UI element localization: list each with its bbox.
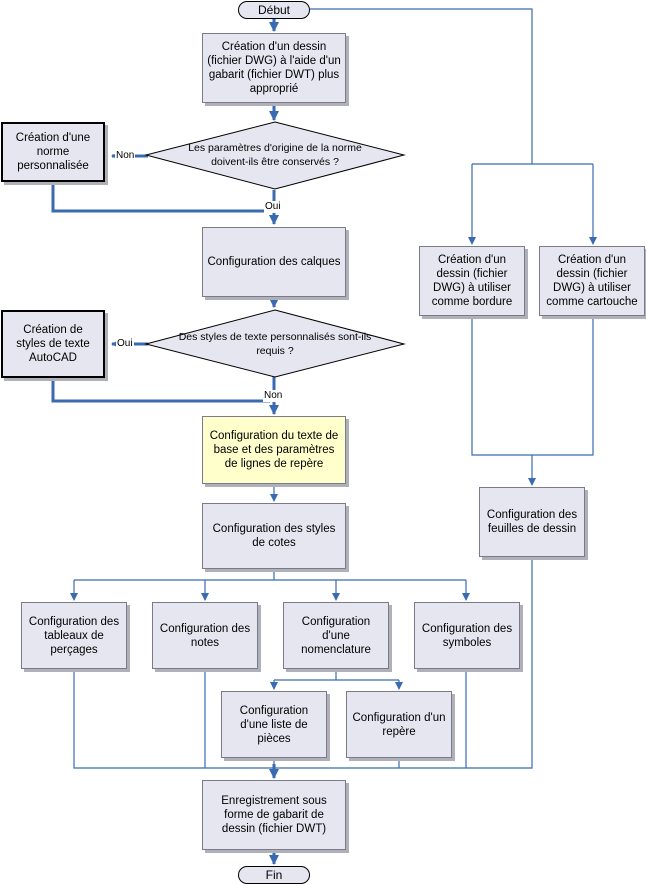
balloon-box: Configuration d'un repère [346,691,452,758]
text-styles-box: Création de styles de texte AutoCAD [1,310,105,378]
layers-box: Configuration des calques [202,227,346,297]
decision-origin-text: Les paramètres d'origine de la norme doi… [188,142,362,168]
yes-label-text-styles: Oui [116,338,134,350]
dim-styles-box: Configuration des styles de cotes [202,503,346,569]
nomenclature-box: Configuration d'une nomenclature [283,602,389,669]
decision-origin-shape [144,121,406,190]
titleblock-dwg-box: Création d'un dessin (fichier DWG) à uti… [539,246,645,316]
border-dwg-box: Création d'un dessin (fichier DWG) à uti… [419,246,525,316]
decision-text-styles-text: Des styles de texte personnalisés sont-i… [178,331,372,357]
end-terminal: Fin [238,866,310,884]
decision-text-styles-shape [144,309,406,378]
yes-label-origin: Oui [264,201,282,213]
parts-list-box: Configuration d'une liste de pièces [221,691,327,758]
sheets-box: Configuration des feuilles de dessin [479,487,585,557]
no-label-text-styles: Non [263,390,284,402]
notes-box: Configuration des notes [152,602,258,669]
hole-tables-box: Configuration des tableaux de perçages [21,602,127,669]
symbols-box: Configuration des symboles [414,602,520,669]
start-terminal: Début [238,1,310,19]
save-template-box: Enregistrement sous forme de gabarit de … [202,780,346,850]
create-dwg-box: Création d'un dessin (fichier DWG) à l'a… [202,33,346,103]
custom-standard-box: Création d'une norme personnalisée [1,122,105,182]
no-label-origin: Non [115,150,136,162]
base-text-box: Configuration du texte de base et des pa… [202,416,346,484]
